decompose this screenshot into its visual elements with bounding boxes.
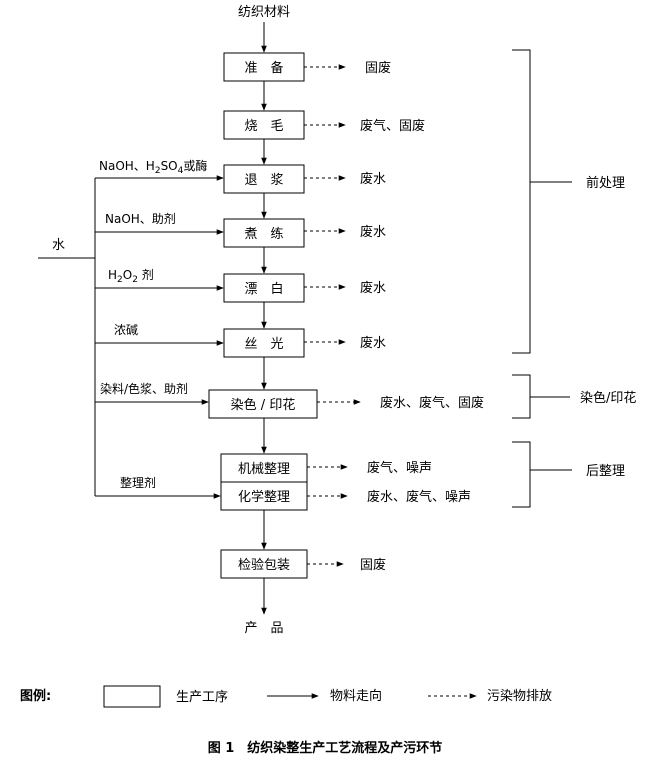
- emission-shaomao: 废气、固废: [360, 118, 425, 134]
- step-label-jixie: 机械整理: [238, 462, 290, 477]
- emission-huaxue: 废水、废气、噪声: [367, 489, 471, 505]
- legend-process-box: [103, 685, 161, 708]
- emission-piaobai: 废水: [360, 280, 386, 296]
- step-label-ranse: 染色 / 印花: [231, 397, 296, 413]
- brace-dye: [512, 374, 570, 419]
- emission-siguang: 废水: [360, 335, 386, 351]
- step-box-huaxue: [220, 481, 308, 511]
- emission-ranse: 废水、废气、固废: [380, 395, 484, 411]
- stage-post: 后整理: [586, 464, 625, 479]
- legend-pollutant: 污染物排放: [487, 689, 552, 704]
- legend-material: 物料走向: [330, 688, 382, 704]
- stage-pre: 前处理: [586, 175, 625, 191]
- step-box-ranse: [208, 389, 318, 419]
- emission-jianyan: 固废: [360, 557, 386, 573]
- brace-pre: [512, 49, 572, 354]
- legend-process: 生产工序: [176, 690, 228, 705]
- additive-ranse: 染料/色浆、助剂: [100, 381, 188, 396]
- stage-dye: 染色/印花: [580, 390, 636, 406]
- emission-zhunbei: 固废: [365, 60, 391, 76]
- step-box-piaobai: [223, 273, 305, 303]
- step-box-tuijiang: [223, 164, 305, 194]
- step-box-siguang: [223, 328, 305, 358]
- additive-piaobai: H2O2 剂: [108, 267, 154, 285]
- figure-caption: 图 1 纺织染整生产工艺流程及产污环节: [208, 740, 443, 756]
- step-label-shaomao: 烧 毛: [244, 119, 283, 134]
- step-label-zhunbei: 准 备: [244, 60, 283, 76]
- emission-jixie: 废气、噪声: [367, 460, 432, 476]
- step-label-piaobai: 漂 白: [244, 281, 283, 297]
- additive-tuijiang: NaOH、H2SO4或酶: [99, 158, 207, 176]
- emission-zhulian: 废水: [360, 224, 386, 240]
- emission-tuijiang: 废水: [360, 171, 386, 187]
- step-label-huaxue: 化学整理: [238, 489, 290, 505]
- legend-title: 图例:: [20, 688, 51, 704]
- step-label-zhulian: 煮 练: [244, 227, 283, 242]
- step-box-jianyan: [220, 549, 308, 579]
- step-label-jianyan: 检验包装: [238, 557, 290, 573]
- input-label: 纺织材料: [238, 5, 290, 20]
- step-label-siguang: 丝 光: [244, 337, 283, 352]
- water-label: 水: [52, 238, 65, 253]
- brace-post: [512, 441, 572, 508]
- product-label: 产 品: [244, 621, 283, 636]
- additive-siguang: 浓碱: [114, 323, 138, 337]
- step-label-tuijiang: 退 浆: [244, 173, 283, 188]
- additive-zhengli: 整理剂: [120, 475, 156, 490]
- additive-zhulian: NaOH、助剂: [105, 211, 176, 226]
